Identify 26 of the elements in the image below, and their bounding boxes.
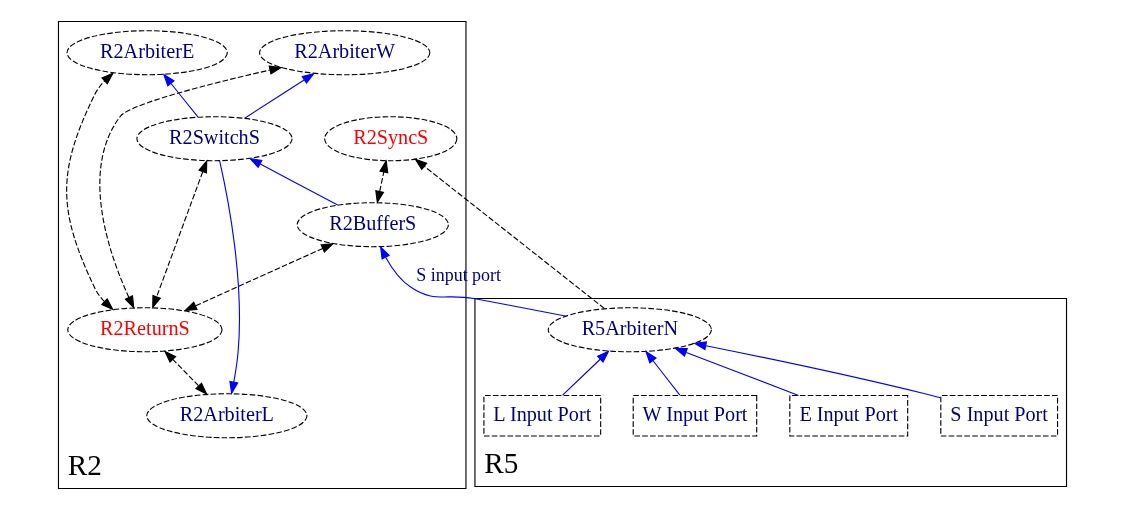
node-box: L Input Port	[482, 395, 601, 437]
node-ellipse: R2SwitchS	[135, 116, 293, 162]
arrow	[692, 341, 941, 399]
arrow	[644, 350, 680, 396]
arrow	[374, 159, 388, 205]
arrow	[98, 65, 283, 310]
arrow	[673, 347, 799, 396]
node-box: S Input Port	[939, 395, 1058, 437]
node-ellipse: R2SyncS	[323, 116, 457, 162]
node-ellipse: R2ArbiterL	[145, 393, 307, 439]
node-ellipse: R2ArbiterE	[66, 30, 228, 76]
arrow	[243, 72, 315, 119]
node-ellipse: R2ReturnS	[66, 307, 223, 353]
arrow	[561, 350, 610, 396]
node-box: W Input Port	[632, 395, 757, 437]
arrow	[218, 160, 240, 395]
arrow	[162, 73, 198, 118]
node-box: E Input Port	[788, 395, 908, 437]
arrow	[163, 350, 208, 396]
arrow	[183, 243, 334, 312]
arrow	[248, 157, 338, 206]
arrow	[65, 72, 114, 311]
node-ellipse: R2BufferS	[296, 202, 449, 248]
arrow	[151, 159, 207, 309]
arrow	[413, 158, 605, 309]
arrow	[379, 245, 566, 317]
